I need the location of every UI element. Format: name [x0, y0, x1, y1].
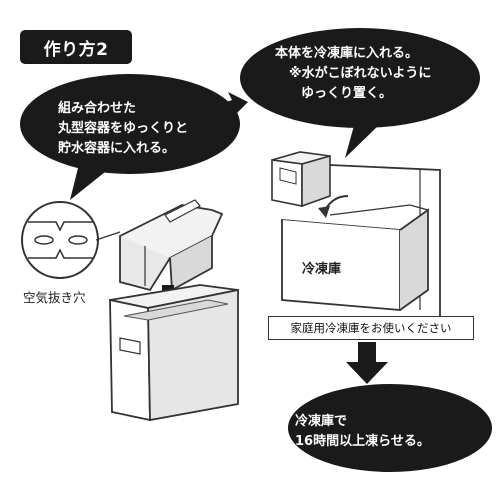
storage-box	[271, 151, 331, 208]
bubble-right-line: ゆっくり置く。	[301, 86, 393, 101]
curved-arrow-icon	[318, 195, 349, 218]
bubble-right-text: 本体を冷凍庫に入れる。 ※水がこぼれないように ゆっくり置く。	[275, 44, 455, 104]
bubble-left-text: 組み合わせた 丸型容器をゆっくりと 貯水容器に入れる。	[58, 99, 218, 159]
bubble-bottom-line: 冷凍庫で	[295, 414, 348, 429]
bubble-left-line: 組み合わせた	[58, 101, 137, 116]
speech-bubble-bottom	[288, 384, 492, 472]
bubble-bottom-text: 冷凍庫で 16時間以上凍らせる。	[295, 412, 455, 452]
arrow-down-icon	[346, 342, 388, 384]
freezer-note: 家庭用冷凍庫をお使いください	[268, 316, 474, 340]
air-hole-label: 空気抜き穴	[23, 290, 86, 305]
air-hole-detail	[21, 201, 121, 279]
arrow-right-icon	[210, 92, 248, 118]
bubble-left-line: 丸型容器をゆっくりと	[58, 121, 189, 136]
bubble-right-line: 本体を冷凍庫に入れる。	[275, 46, 419, 61]
bubble-left-line: 貯水容器に入れる。	[58, 141, 176, 156]
bubble-right-line: ※水がこぼれないように	[289, 66, 432, 81]
bubble-bottom-line: 16時間以上凍らせる。	[295, 434, 430, 449]
water-container	[109, 284, 239, 422]
freezer-appliance	[280, 164, 441, 321]
speech-bubble-right	[240, 28, 480, 158]
freezer-label: 冷凍庫	[302, 262, 342, 277]
round-container	[118, 199, 224, 292]
speech-bubble-left	[20, 74, 240, 200]
page-title: 作り方2	[20, 30, 132, 64]
